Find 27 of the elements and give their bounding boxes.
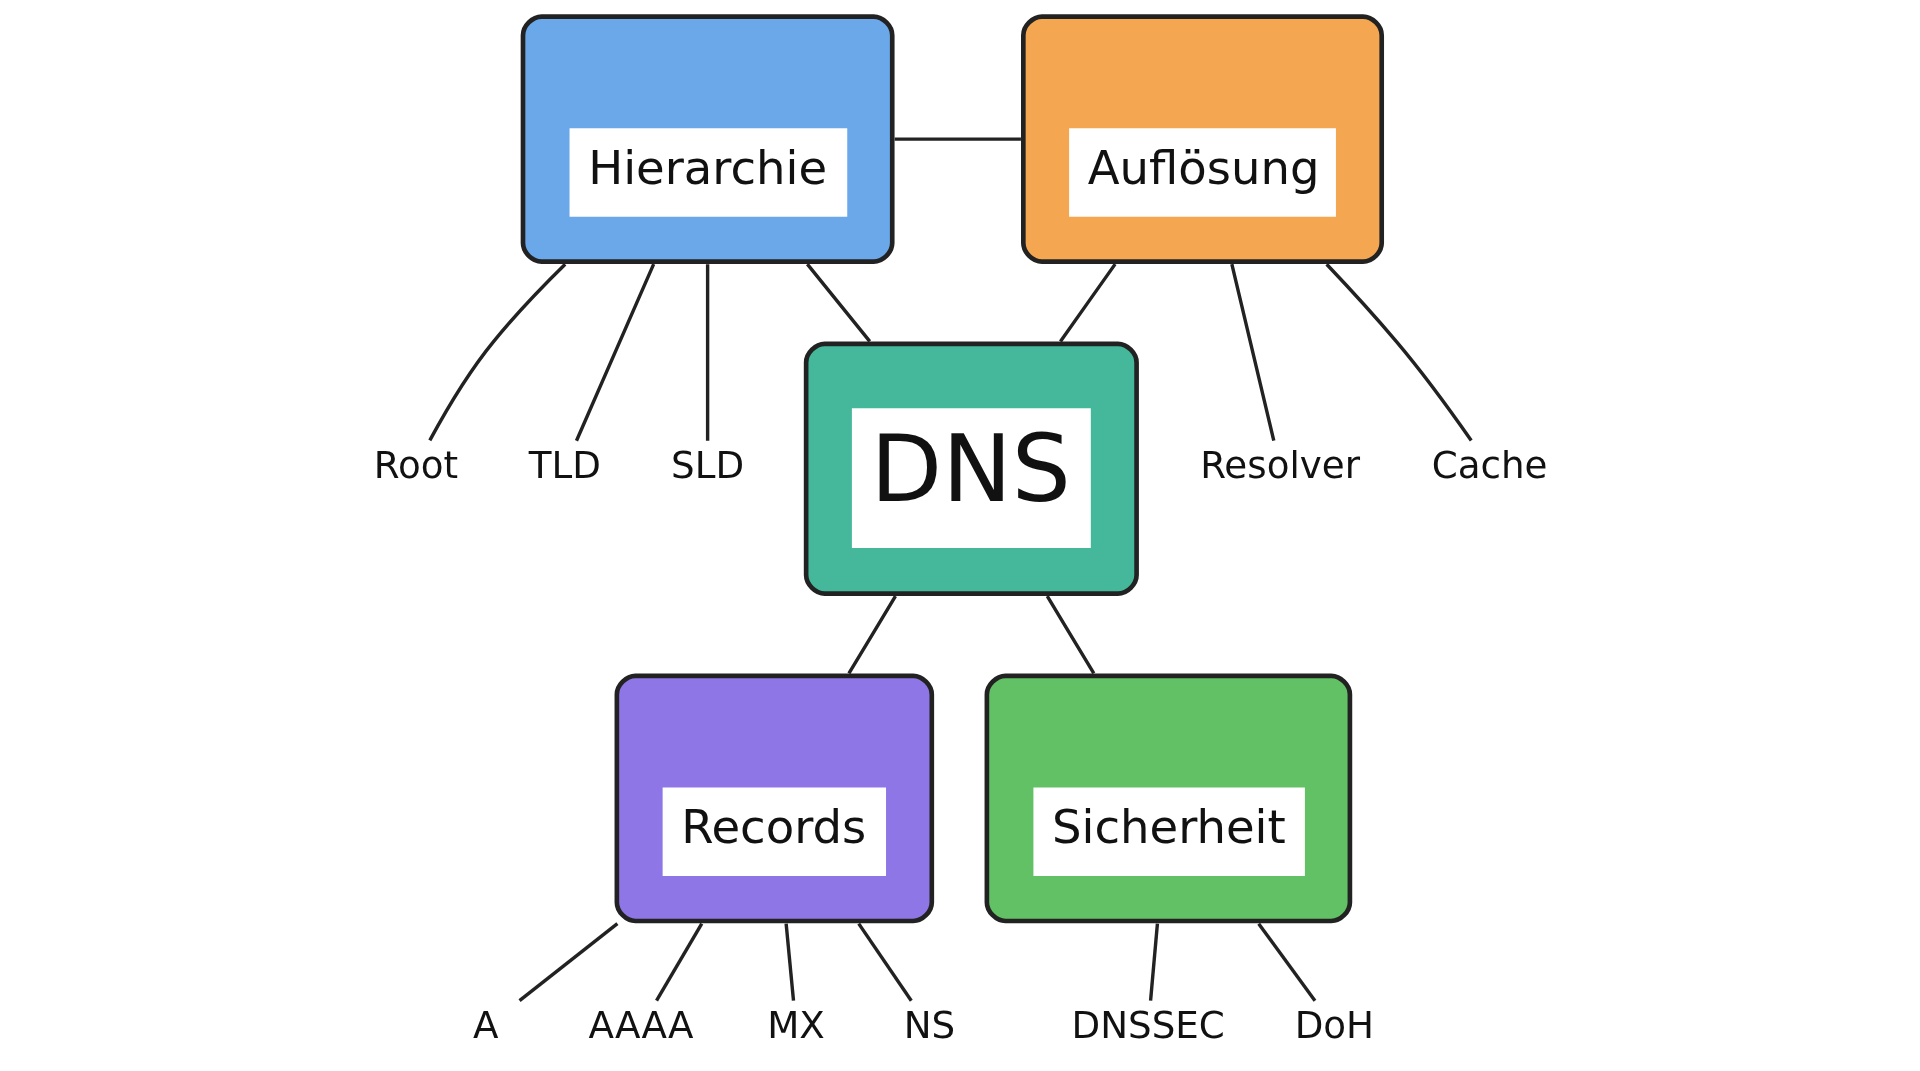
node-text: A (472, 1003, 498, 1048)
connector (846, 595, 897, 675)
node-text: MX (766, 1003, 825, 1048)
connector (783, 923, 795, 1001)
connector (1256, 922, 1316, 1002)
connector (654, 922, 703, 1002)
connector (894, 137, 1021, 141)
node-text: SLD (670, 443, 744, 488)
connector (1229, 263, 1275, 442)
connector (805, 263, 871, 343)
connector (1045, 595, 1095, 675)
node-text: AAAA (587, 1003, 693, 1048)
node-text: NS (903, 1003, 955, 1048)
node-text: Resolver (1199, 443, 1360, 488)
node-text: DoH (1294, 1003, 1374, 1048)
connector (1058, 263, 1117, 343)
connector (705, 264, 709, 441)
connector (574, 263, 655, 442)
connector (427, 263, 566, 442)
node-text: DNSSEC (1071, 1003, 1225, 1048)
node-text: Cache (1431, 443, 1547, 488)
node-text: TLD (528, 443, 601, 488)
connector (1324, 263, 1473, 442)
connector (518, 922, 618, 1003)
connector (1148, 923, 1159, 1001)
connector (856, 922, 913, 1002)
node-text: Root (373, 443, 458, 488)
